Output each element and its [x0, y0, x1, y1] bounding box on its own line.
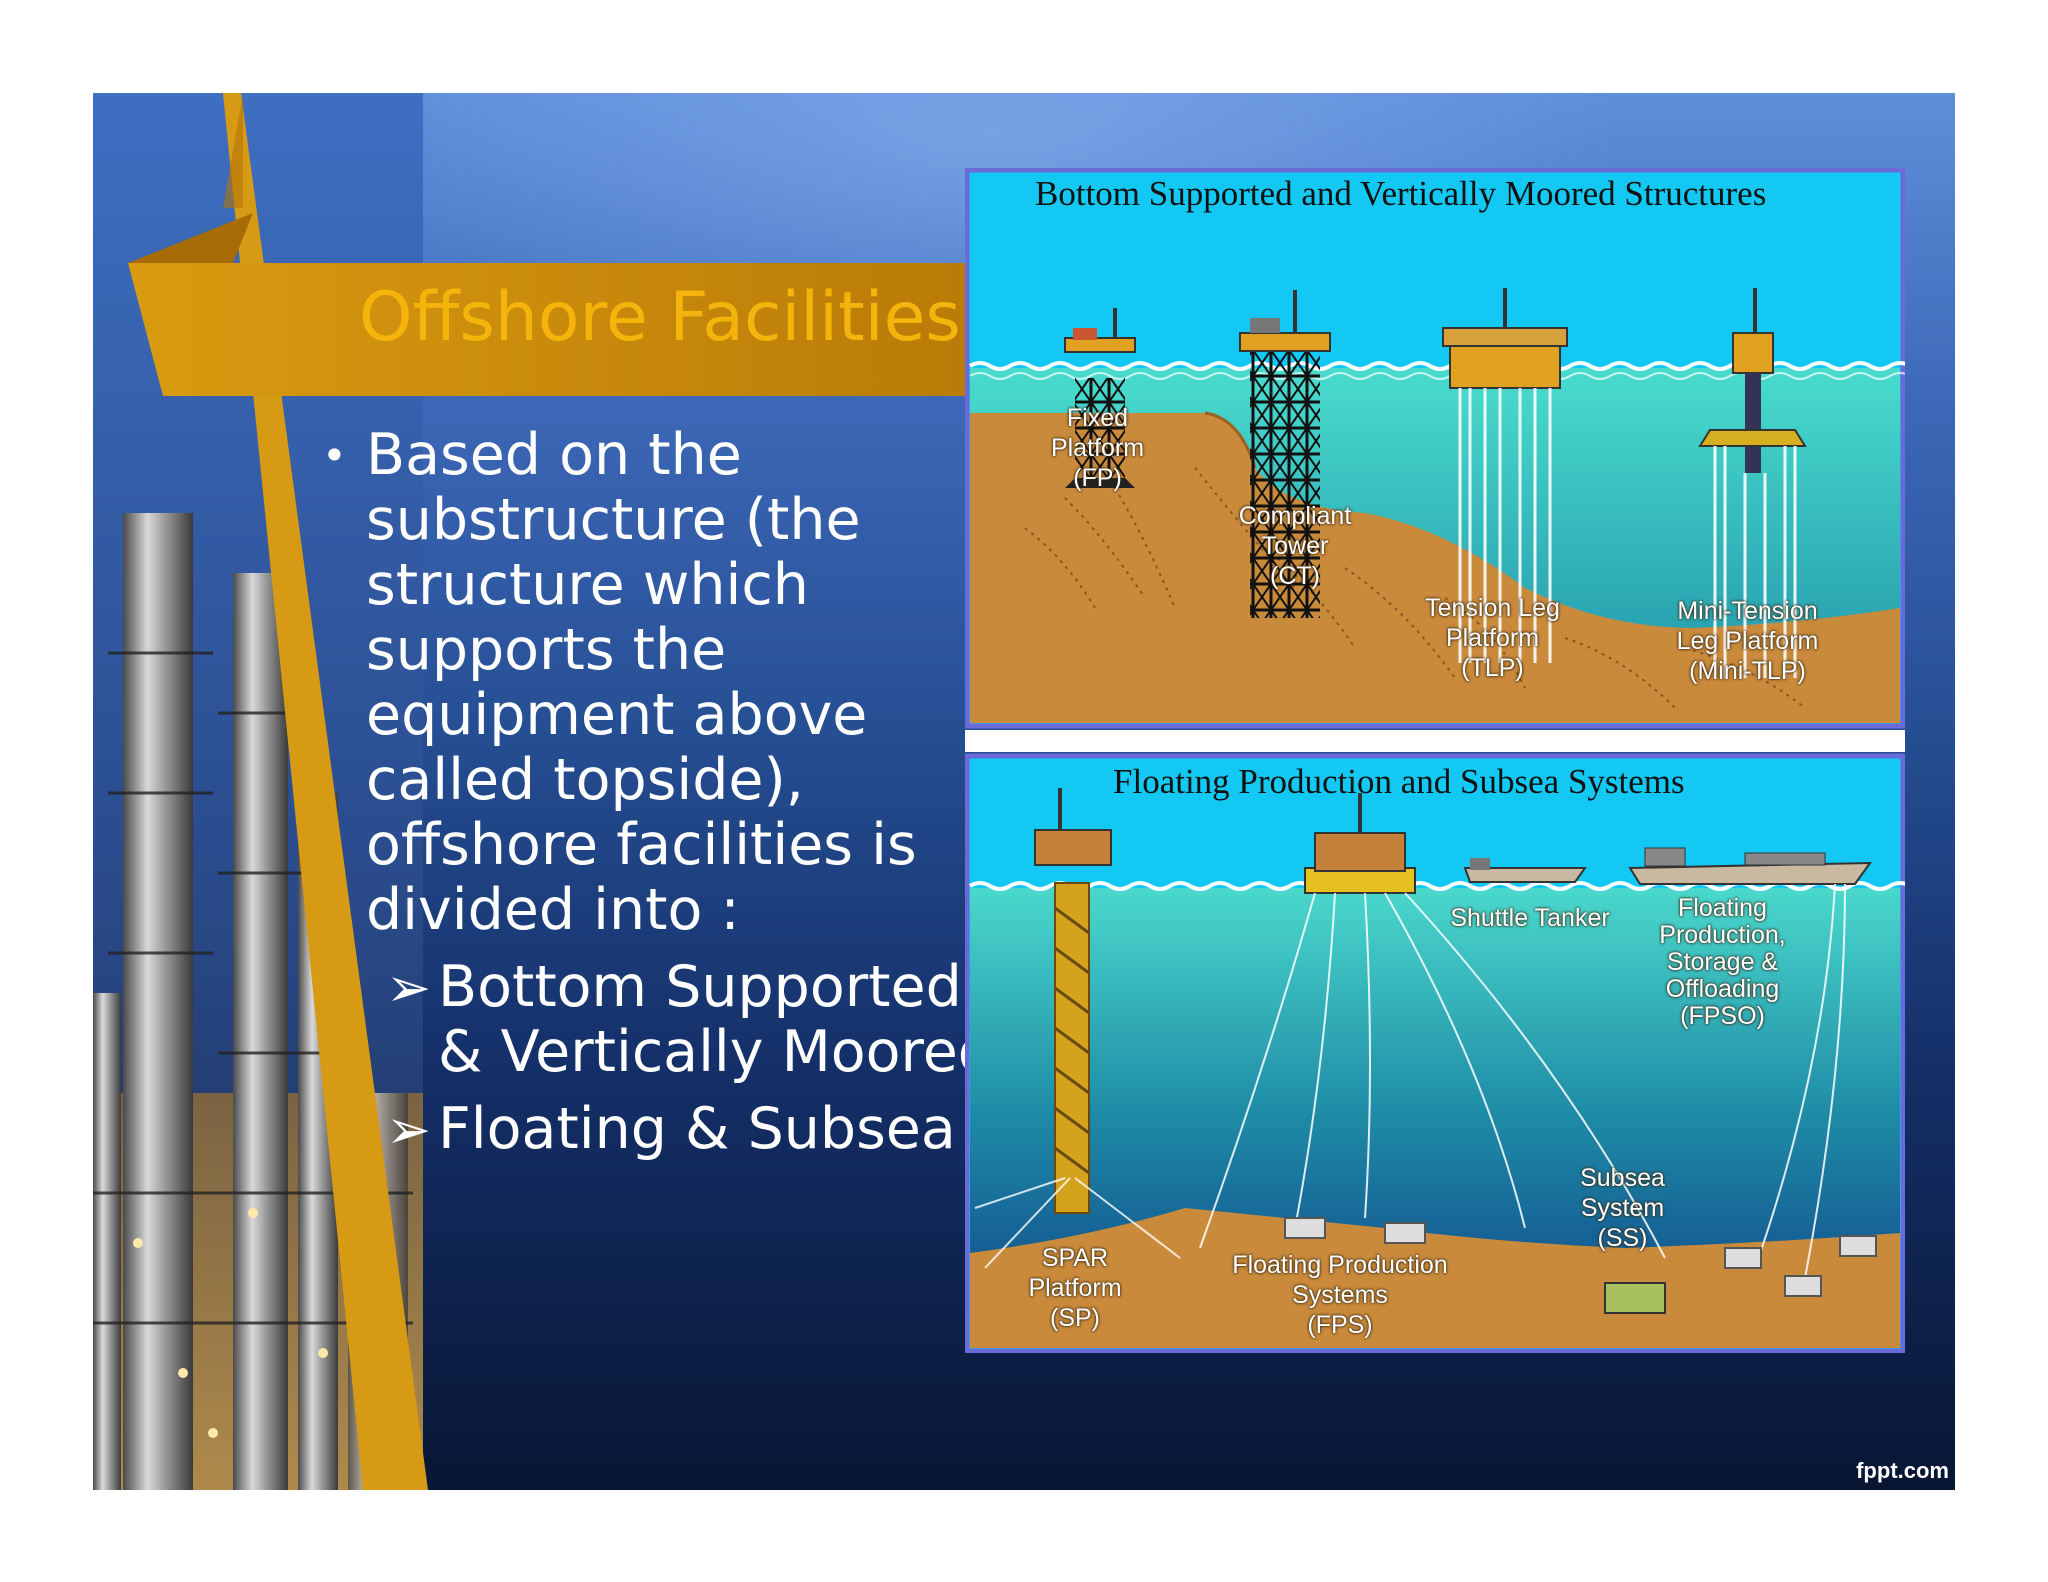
label-shuttle-tanker: Shuttle Tanker — [1450, 904, 1610, 932]
bottom-panel-title: Floating Production and Subsea Systems — [1113, 762, 1685, 801]
sub-item-bottom-supported: ➢ Bottom Supported & Vertically Moored — [386, 955, 1004, 1085]
bullet-text: Based on the substructure (the structure… — [366, 422, 917, 943]
arrow-bullet-icon: ➢ — [386, 956, 432, 1019]
sub-item-label: Bottom Supported & Vertically Moored — [438, 954, 994, 1085]
slide-title: Offshore Facilities — [359, 278, 961, 357]
slide-body: • Based on the substructure (the structu… — [304, 423, 1004, 1162]
top-panel-title: Bottom Supported and Vertically Moored S… — [1035, 174, 1767, 213]
gold-title-band — [93, 93, 993, 1490]
sub-item-floating: ➢ Floating & Subsea — [386, 1097, 1004, 1162]
bullet-dot-icon: • — [322, 431, 347, 480]
offshore-structures-figure: Bottom Supported and Vertically Moored S… — [965, 168, 1905, 1353]
offshore-illustration — [965, 168, 1905, 1353]
sub-item-label: Floating & Subsea — [438, 1096, 956, 1162]
bullet-item: • Based on the substructure (the structu… — [304, 423, 1004, 943]
footer-brand: fppt.com — [1856, 1458, 1949, 1483]
arrow-bullet-icon: ➢ — [386, 1098, 432, 1161]
slide: Offshore Facilities • Based on the subst… — [93, 93, 1955, 1490]
